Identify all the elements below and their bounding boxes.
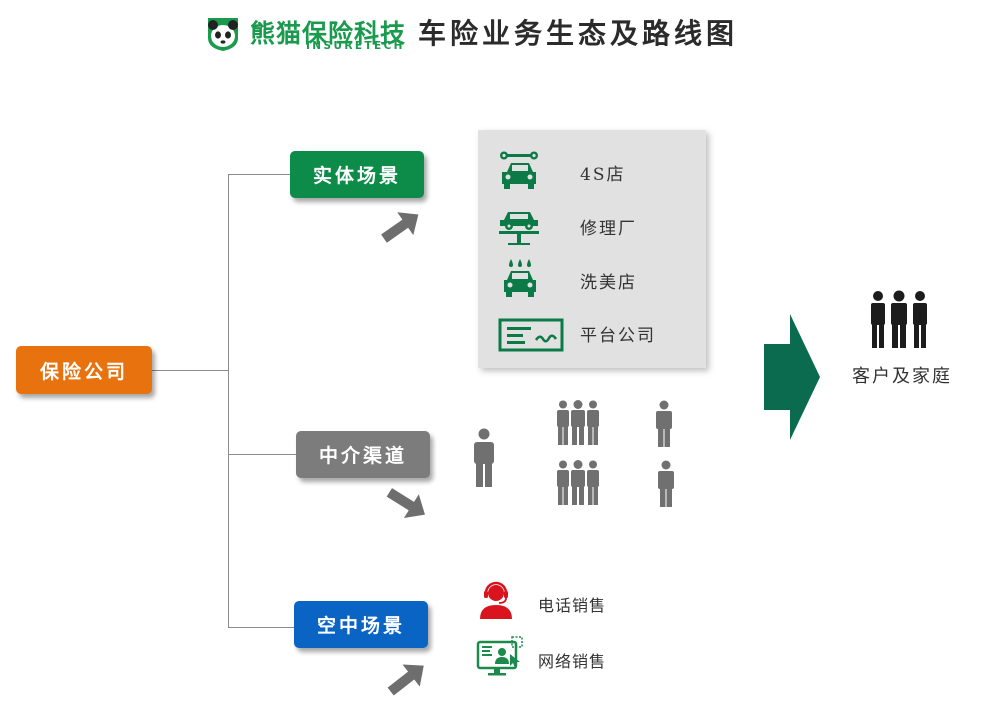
physical-item-label: 修理厂 — [580, 219, 637, 239]
connector-online — [228, 627, 294, 628]
connector-insurer — [152, 370, 228, 371]
online-scenario-node: 空中场景 — [294, 601, 428, 648]
headset-agent-icon — [480, 581, 512, 619]
family-group-icon — [871, 290, 927, 348]
physical-item-label: 洗美店 — [580, 273, 637, 293]
car-lift-icon — [499, 212, 539, 245]
person-icon — [474, 428, 494, 487]
online-item-label: 网络销售 — [538, 652, 607, 671]
arrow-up-right-icon — [387, 664, 424, 696]
monitor-user-icon — [476, 636, 523, 676]
physical-item-label: 平台公司 — [580, 326, 656, 346]
person-icon — [658, 460, 674, 507]
arrow-up-right-icon — [381, 212, 419, 243]
connector-agency — [228, 454, 296, 455]
physical-scenario-node: 实体场景 — [290, 151, 424, 198]
insurer-node: 保险公司 — [16, 346, 152, 394]
customer-family-label: 客户及家庭 — [852, 366, 952, 387]
logo-english-name: INSURETECH — [306, 40, 405, 52]
panda-logo-icon — [204, 12, 242, 52]
check-card-icon — [498, 318, 564, 352]
people-group-icon — [557, 460, 599, 505]
connector-trunk — [228, 174, 229, 627]
connector-physical — [228, 174, 290, 175]
physical-item-label: 4S店 — [580, 165, 626, 185]
online-item-label: 电话销售 — [538, 596, 607, 615]
big-arrow-right-icon — [764, 314, 820, 440]
agency-channel-node: 中介渠道 — [296, 431, 430, 478]
page-title: 车险业务生态及路线图 — [418, 17, 739, 50]
person-icon — [656, 400, 672, 447]
car-service-icon — [500, 151, 538, 189]
arrow-down-right-icon — [386, 488, 425, 518]
logo-chinese-name: 熊猫保险科技 — [250, 19, 407, 48]
people-group-icon — [557, 400, 599, 445]
car-wash-icon — [504, 259, 536, 297]
